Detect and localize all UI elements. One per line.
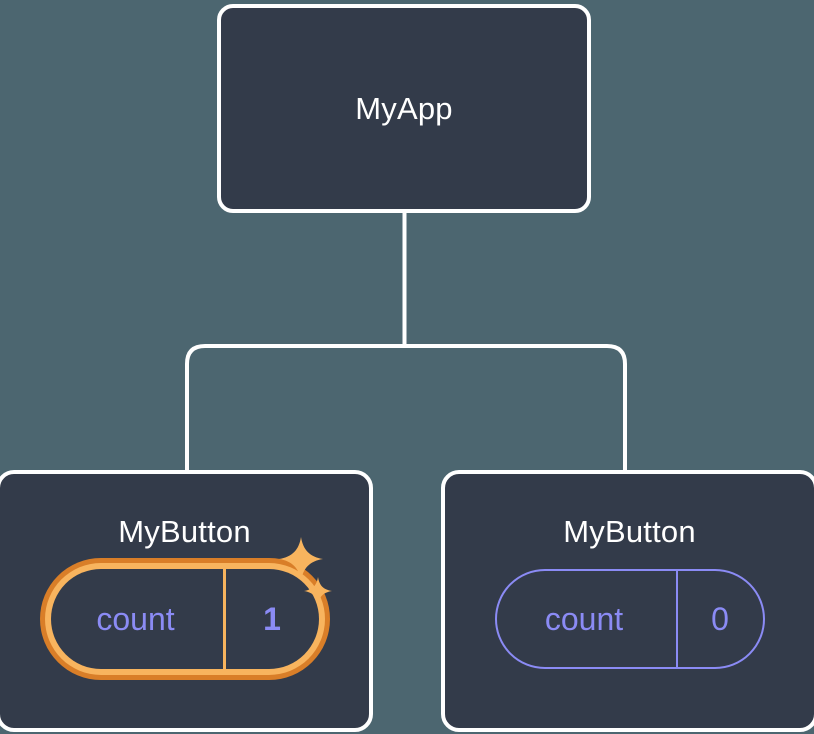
state-value-label-0: 1 [263,601,281,637]
edge-branch-left [185,344,405,472]
state-pill-ring-core: count 1 [50,569,319,669]
state-pill-count[interactable]: count 0 [494,569,765,669]
node-child-mybutton-0[interactable]: MyButton count 1 [0,470,373,732]
node-root-myapp[interactable]: MyApp [217,4,591,213]
state-key-label-0: count [51,569,226,669]
node-child-0-label: MyButton [118,514,251,549]
state-pill-ring-inner: count 1 [44,563,325,675]
state-pill-count-highlighted[interactable]: count 1 [39,537,332,680]
state-key-label-1: count [497,571,678,667]
state-value-label-1: 0 [711,601,729,637]
edge-branch-right [404,344,627,472]
node-child-1-label: MyButton [563,514,696,549]
node-child-mybutton-1[interactable]: MyButton count 0 [441,470,814,732]
node-root-label: MyApp [355,91,453,126]
